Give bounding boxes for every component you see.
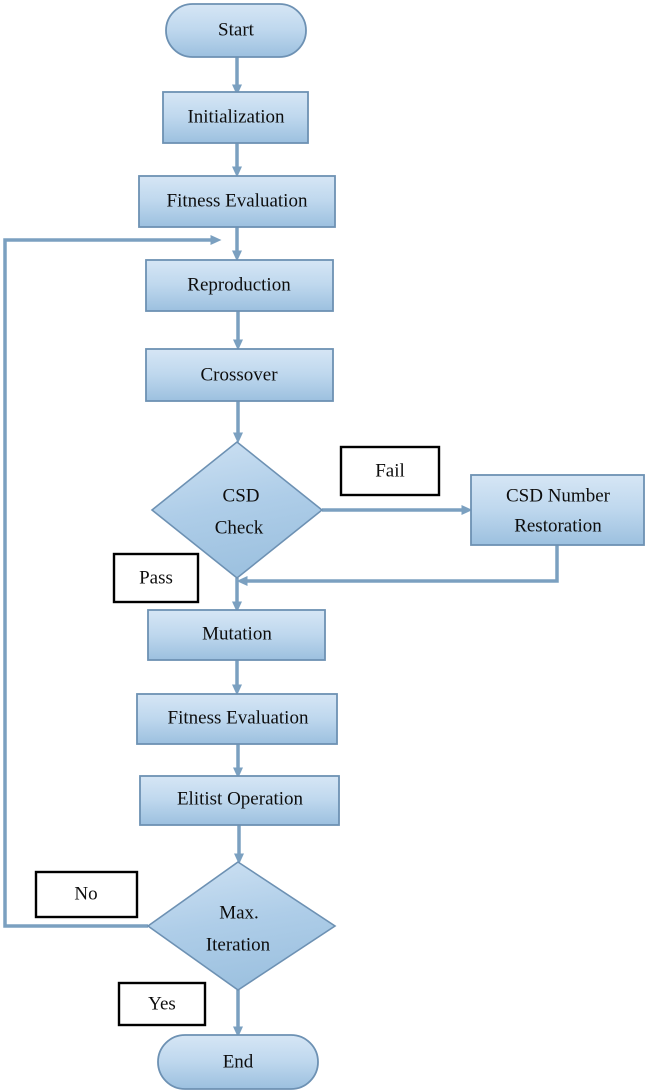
edge-label-pass: Pass — [112, 552, 200, 604]
edge-label-pass-text: Pass — [139, 567, 173, 588]
node-max-iteration-label-line2: Iteration — [206, 934, 271, 955]
edge-label-yes-box — [117, 981, 207, 1027]
node-csd-check-label-line1: CSD — [223, 485, 260, 506]
node-fitness-evaluation-2[interactable]: Fitness Evaluation — [136, 693, 338, 745]
edge-label-fail-box — [339, 445, 441, 497]
node-csd-check[interactable]: CSD Check — [150, 440, 324, 580]
node-mutation-shape — [147, 609, 326, 661]
edge-label-no-text: No — [74, 883, 97, 904]
node-csd-check-label-line2: Check — [215, 517, 264, 538]
node-reproduction-shape — [145, 259, 334, 312]
node-reproduction-label: Reproduction — [187, 274, 291, 295]
node-max-iteration-shape — [146, 861, 337, 991]
edge-restoration-to-mutation-path — [236, 545, 559, 586]
edge-label-no: No — [34, 870, 139, 919]
node-fitness-evaluation-1[interactable]: Fitness Evaluation — [138, 175, 336, 228]
node-crossover-label: Crossover — [200, 364, 278, 385]
edge-label-yes: Yes — [117, 981, 207, 1027]
node-elitist-operation-label: Elitist Operation — [177, 788, 304, 809]
node-crossover[interactable]: Crossover — [145, 348, 334, 402]
connector-layer — [3, 57, 559, 1038]
node-csd-number-restoration-label-line2: Restoration — [514, 515, 602, 536]
node-fitness-evaluation-1-label: Fitness Evaluation — [167, 190, 308, 211]
node-end-label: End — [223, 1051, 254, 1072]
node-elitist-operation[interactable]: Elitist Operation — [139, 775, 340, 826]
edge-label-yes-text: Yes — [148, 993, 176, 1014]
edge-label-pass-box — [112, 552, 200, 604]
edge-label-fail: Fail — [339, 445, 441, 497]
node-elitist-operation-shape — [139, 775, 340, 826]
node-max-iteration-label-line1: Max. — [219, 902, 259, 923]
node-end-shape — [157, 1034, 319, 1090]
node-start[interactable]: Start — [165, 3, 307, 58]
node-initialization-label: Initialization — [187, 106, 285, 127]
node-max-iteration[interactable]: Max. Iteration — [146, 861, 337, 991]
node-fitness-evaluation-1-shape — [138, 175, 336, 228]
node-crossover-shape — [145, 348, 334, 402]
node-start-label: Start — [218, 19, 255, 40]
node-initialization[interactable]: Initialization — [162, 91, 309, 144]
node-csd-number-restoration-shape — [470, 474, 645, 546]
node-end[interactable]: End — [157, 1034, 319, 1090]
node-mutation[interactable]: Mutation — [147, 609, 326, 661]
node-start-shape — [165, 3, 307, 58]
node-csd-number-restoration[interactable]: CSD Number Restoration — [470, 474, 645, 546]
node-fitness-evaluation-2-label: Fitness Evaluation — [168, 707, 309, 728]
edge-label-no-box — [34, 870, 139, 919]
node-fitness-evaluation-2-shape — [136, 693, 338, 745]
node-reproduction[interactable]: Reproduction — [145, 259, 334, 312]
node-csd-number-restoration-label-line1: CSD Number — [506, 485, 611, 506]
edge-max-iteration-no-loop-to-reproduction — [3, 235, 222, 928]
node-initialization-shape — [162, 91, 309, 144]
node-csd-check-shape — [150, 440, 324, 580]
edge-label-fail-text: Fail — [375, 460, 405, 481]
node-mutation-label: Mutation — [202, 623, 272, 644]
